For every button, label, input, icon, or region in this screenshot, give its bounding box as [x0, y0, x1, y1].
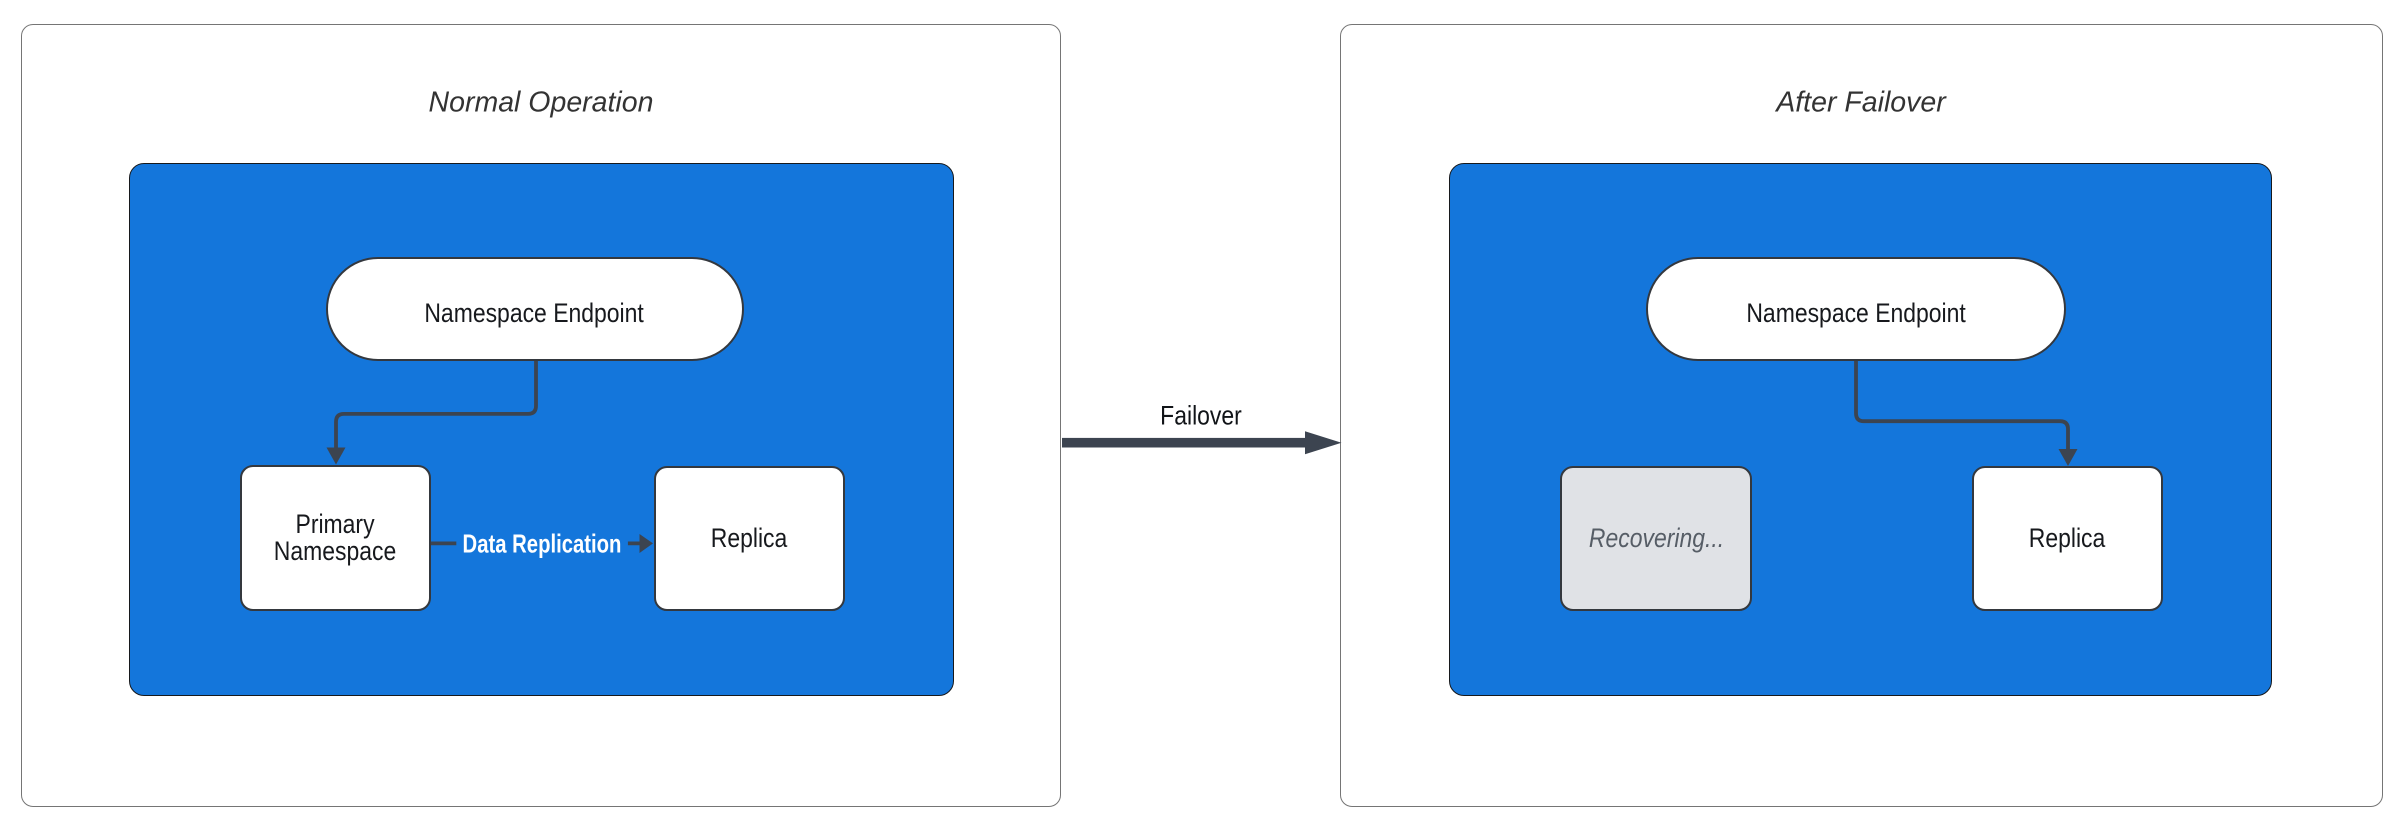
cluster-left-blue [128, 163, 954, 696]
node-label: Namespace Endpoint [1746, 298, 1967, 328]
failover-label-text: Failover [1159, 400, 1242, 431]
failover-arrow-label: Failover [1152, 401, 1248, 432]
node-label: Primary Namespace [274, 508, 397, 566]
node-namespace-endpoint-right: Namespace Endpoint [1646, 256, 2067, 361]
node-label: Recovering... [1588, 522, 1724, 553]
node-replica-left: Replica [654, 466, 845, 611]
node-label: Replica [711, 522, 788, 553]
panel-title-normal-operation: Normal Operation [428, 86, 654, 119]
node-label: Replica [2029, 522, 2106, 553]
failover-arrow-shaft [1062, 437, 1306, 448]
node-recovering: Recovering... [1559, 465, 1753, 611]
cluster-right-blue [1449, 163, 2272, 696]
arrowhead-failover [1305, 431, 1342, 455]
node-namespace-endpoint-left: Namespace Endpoint [325, 256, 744, 361]
node-primary-namespace: Primary Namespace [240, 465, 431, 611]
edge-label-data-replication: Data Replication [456, 526, 628, 562]
node-replica-right: Replica [1972, 466, 2163, 611]
panel-title-after-failover: After Failover [1776, 86, 1946, 119]
node-label: Namespace Endpoint [424, 298, 645, 328]
